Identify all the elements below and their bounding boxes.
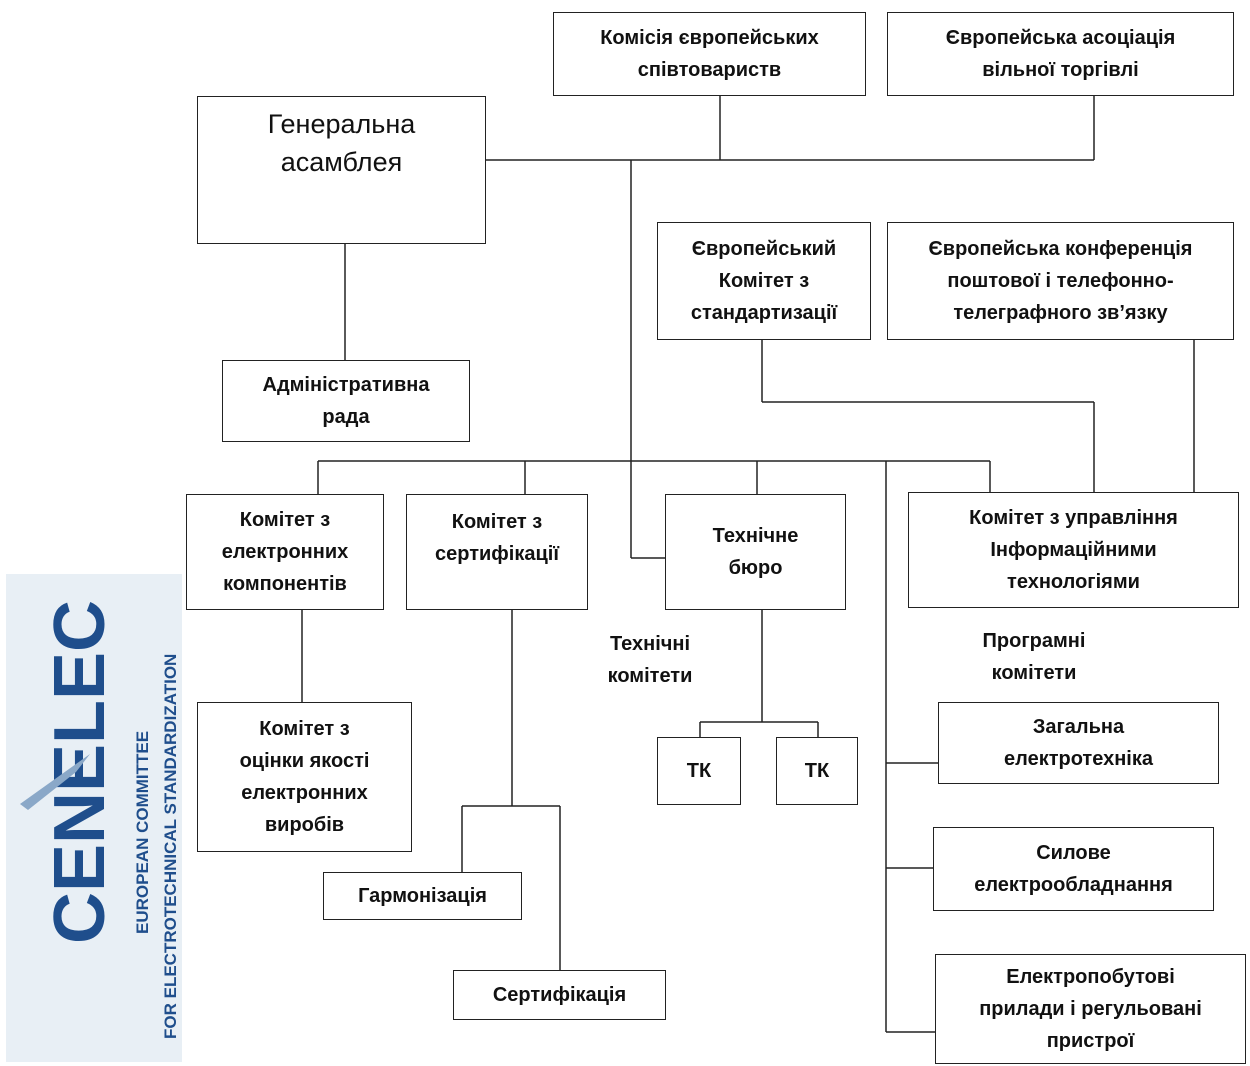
- tk-label-2: ТК: [804, 760, 830, 782]
- logo-line2-text: FOR ELECTROTECHNICAL STANDARDIZATION: [161, 654, 180, 1039]
- general-electrotech-label: Загальна електротехніка: [1004, 716, 1153, 770]
- cenelec-logo-graphic: CENELEC EUROPEAN COMMITTEE FOR ELECTROTE…: [20, 600, 180, 1039]
- program-committees-label: Програмні комітети: [982, 630, 1086, 684]
- general-assembly-box: Генеральна асамблея: [197, 96, 486, 244]
- general-assembly-label: Генеральна асамблея: [267, 109, 416, 177]
- it-committee-label: Комітет з управління Інформаційними техн…: [969, 507, 1178, 593]
- electronic-components-label: Комітет з електронних компонентів: [221, 509, 349, 595]
- quality-assessment-label: Комітет з оцінки якості електронних виро…: [239, 718, 370, 836]
- commission-label: Комісія європейських співтовариств: [600, 27, 819, 81]
- efta-box: Європейська асоціація вільної торгівлі: [887, 12, 1234, 96]
- cen-label: Європейський Комітет з стандартизації: [690, 238, 838, 324]
- logo-swoosh-icon: [20, 754, 90, 810]
- household-appliances-label: Електропобутові прилади і регульовані пр…: [979, 966, 1202, 1052]
- quality-assessment-box: Комітет з оцінки якості електронних виро…: [197, 702, 412, 852]
- tk-box-2: ТК: [776, 737, 858, 805]
- certification-committee-box: Комітет з сертифікації: [406, 494, 588, 610]
- certification-label: Сертифікація: [492, 984, 627, 1006]
- power-equipment-label: Силове електрообладнання: [974, 842, 1173, 896]
- admin-board-label: Адміністративна рада: [262, 374, 430, 428]
- technical-bureau-label: Технічне бюро: [712, 525, 799, 579]
- power-equipment-box: Силове електрообладнання: [933, 827, 1214, 911]
- cenelec-logo: CENELEC EUROPEAN COMMITTEE FOR ELECTROTE…: [6, 574, 182, 1062]
- electronic-components-box: Комітет з електронних компонентів: [186, 494, 384, 610]
- commission-box: Комісія європейських співтовариств: [553, 12, 866, 96]
- harmonization-box: Гармонізація: [323, 872, 522, 920]
- cen-box: Європейський Комітет з стандартизації: [657, 222, 871, 340]
- it-committee-box: Комітет з управління Інформаційними техн…: [908, 492, 1239, 608]
- tk-label-1: ТК: [686, 760, 712, 782]
- admin-board-box: Адміністративна рада: [222, 360, 470, 442]
- general-electrotech-box: Загальна електротехніка: [938, 702, 1219, 784]
- cept-box: Європейська конференція поштової і телеф…: [887, 222, 1234, 340]
- harmonization-label: Гармонізація: [358, 885, 487, 907]
- tk-box-1: ТК: [657, 737, 741, 805]
- efta-label: Європейська асоціація вільної торгівлі: [945, 27, 1176, 81]
- household-appliances-box: Електропобутові прилади і регульовані пр…: [935, 954, 1246, 1064]
- certification-committee-label: Комітет з сертифікації: [435, 511, 559, 565]
- logo-line1-text: EUROPEAN COMMITTEE: [133, 731, 152, 934]
- logo-name-text: CENELEC: [40, 600, 120, 944]
- certification-box: Сертифікація: [453, 970, 666, 1020]
- technical-committees-label: Технічні комітети: [607, 633, 693, 687]
- cept-label: Європейська конференція поштової і телеф…: [928, 238, 1193, 324]
- technical-bureau-box: Технічне бюро: [665, 494, 846, 610]
